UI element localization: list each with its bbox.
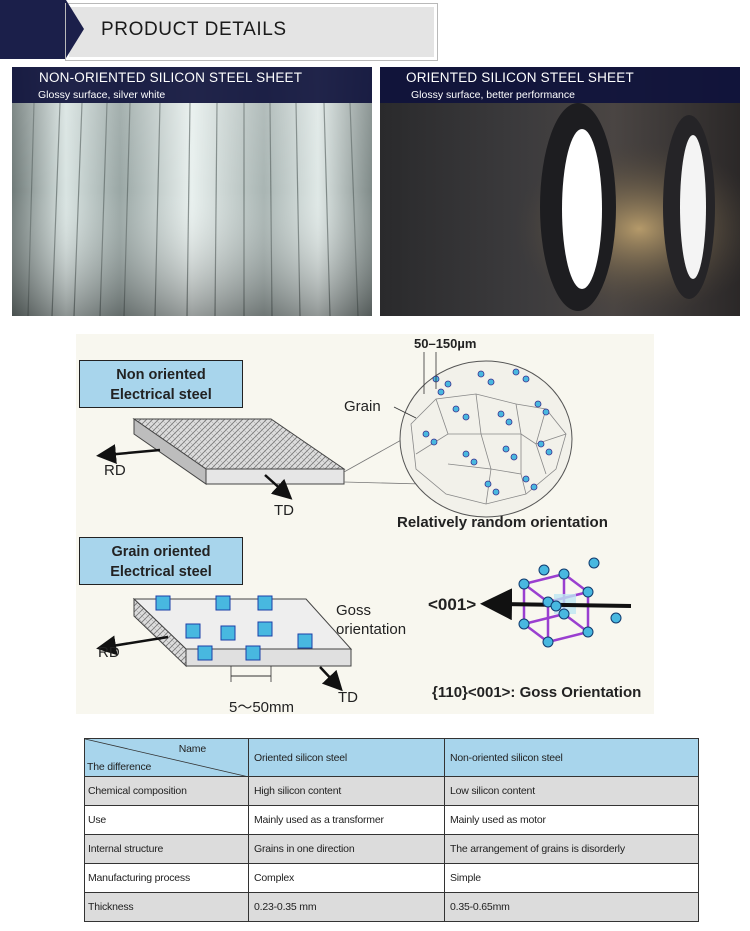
tag-line-1: Grain oriented bbox=[111, 544, 211, 560]
row-label: Thickness bbox=[84, 892, 249, 922]
direction-label: <001> bbox=[428, 595, 477, 614]
photo-subtitle: Glossy surface, silver white bbox=[38, 89, 166, 101]
banner-arrow bbox=[66, 0, 84, 58]
diagram-graphics bbox=[96, 352, 632, 692]
grain-size-label: 50–150µm bbox=[414, 336, 477, 351]
non-oriented-tag: Non oriented Electrical steel bbox=[79, 360, 243, 408]
grain-size-label: 5〜50mm bbox=[229, 699, 295, 716]
row-label: Chemical composition bbox=[84, 776, 249, 806]
row-label: Use bbox=[84, 805, 249, 835]
header-difference: The difference bbox=[87, 761, 152, 773]
photo-oriented: ORIENTED SILICON STEEL SHEET Glossy surf… bbox=[380, 67, 740, 316]
dark-coil-image bbox=[380, 67, 740, 316]
silver-coil-image bbox=[12, 67, 372, 316]
section-banner: PRODUCT DETAILS bbox=[0, 0, 437, 60]
row-label: Manufacturing process bbox=[84, 863, 249, 893]
oriented-cell: 0.23-0.35 mm bbox=[248, 892, 445, 922]
section-title: PRODUCT DETAILS bbox=[101, 19, 287, 40]
td-label: TD bbox=[338, 689, 358, 706]
grain-label: Grain bbox=[344, 398, 381, 415]
goss-label-2: orientation bbox=[336, 621, 407, 638]
random-orientation-caption: Relatively random orientation bbox=[397, 514, 608, 531]
grain-oriented-tag: Grain oriented Electrical steel bbox=[79, 537, 243, 585]
photo-title: ORIENTED SILICON STEEL SHEET bbox=[406, 70, 634, 85]
non-oriented-cell: The arrangement of grains is disorderly bbox=[444, 834, 699, 864]
photo-non-oriented: NON-ORIENTED SILICON STEEL SHEET Glossy … bbox=[12, 67, 372, 316]
row-label: Internal structure bbox=[84, 834, 249, 864]
non-oriented-cell: Mainly used as motor bbox=[444, 805, 699, 835]
td-label: TD bbox=[274, 502, 294, 519]
table-row: Chemical composition High silicon conten… bbox=[84, 776, 699, 806]
orientation-diagram: Non oriented Electrical steel RD TD Grai… bbox=[76, 334, 654, 716]
goss-orientation-caption: {110}<001>: Goss Orientation bbox=[432, 684, 642, 701]
non-oriented-cell: Simple bbox=[444, 863, 699, 893]
photo-subtitle: Glossy surface, better performance bbox=[411, 89, 575, 101]
oriented-cell: Mainly used as a transformer bbox=[248, 805, 445, 835]
photo-title: NON-ORIENTED SILICON STEEL SHEET bbox=[39, 70, 303, 85]
table-row: Internal structure Grains in one directi… bbox=[84, 834, 699, 864]
diagonal-line bbox=[85, 739, 249, 777]
oriented-cell: Complex bbox=[248, 863, 445, 893]
tag-line-2: Electrical steel bbox=[110, 387, 212, 403]
banner-box bbox=[66, 4, 437, 60]
non-oriented-cell: Low silicon content bbox=[444, 776, 699, 806]
oriented-cell: High silicon content bbox=[248, 776, 445, 806]
comparison-table: Name The difference Oriented silicon ste… bbox=[84, 738, 699, 922]
table-row: Use Mainly used as a transformer Mainly … bbox=[84, 805, 699, 835]
photo-label-bar bbox=[12, 67, 372, 103]
photo-label-bar bbox=[380, 67, 740, 103]
oriented-cell: Grains in one direction bbox=[248, 834, 445, 864]
table-row: Manufacturing process Complex Simple bbox=[84, 863, 699, 893]
table-header-row: Name The difference Oriented silicon ste… bbox=[84, 738, 699, 777]
banner-accent bbox=[0, 0, 66, 59]
header-non-oriented: Non-oriented silicon steel bbox=[444, 738, 699, 777]
tag-line-1: Non oriented bbox=[116, 367, 206, 383]
header-diagonal-cell: Name The difference bbox=[84, 738, 249, 777]
header-name: Name bbox=[178, 743, 206, 755]
header-oriented: Oriented silicon steel bbox=[248, 738, 445, 777]
table-row: Thickness 0.23-0.35 mm 0.35-0.65mm bbox=[84, 892, 699, 922]
rd-label: RD bbox=[104, 462, 126, 479]
rd-label: RD bbox=[98, 644, 120, 661]
non-oriented-cell: 0.35-0.65mm bbox=[444, 892, 699, 922]
goss-label-1: Goss bbox=[336, 602, 372, 619]
tag-line-2: Electrical steel bbox=[110, 564, 212, 580]
